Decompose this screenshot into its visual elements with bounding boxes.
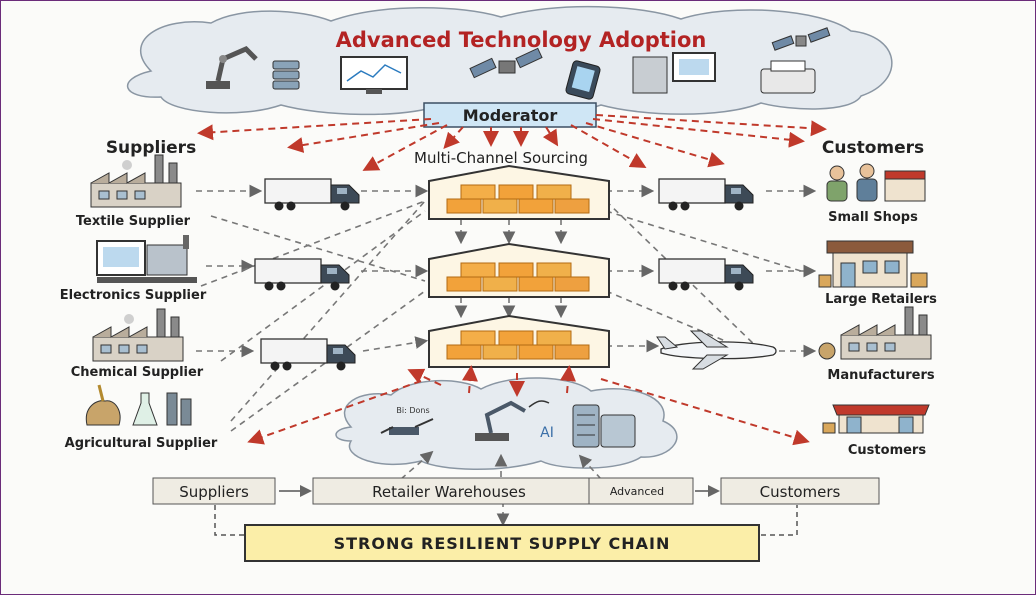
flow-label-advanced: Advanced — [610, 485, 664, 498]
satellite-icon — [469, 47, 543, 79]
hub-label: Multi-Channel Sourcing — [414, 149, 588, 167]
manufacturer-factory-icon — [818, 306, 932, 360]
storefront-icon — [822, 404, 930, 434]
supplier-label-chemical: Chemical Supplier — [71, 365, 204, 380]
supplier-label-agricultural: Agricultural Supplier — [65, 436, 218, 451]
customer-label-manufacturers: Manufacturers — [827, 368, 934, 383]
robotic-arm-icon — [475, 400, 550, 441]
electronics-icon — [96, 235, 197, 283]
suppliers-heading: Suppliers — [106, 138, 196, 158]
truck-icon — [264, 178, 360, 212]
flow-label-customers: Customers — [760, 483, 841, 501]
textile-factory-icon — [90, 154, 182, 208]
banner-box — [244, 524, 760, 562]
truck-icon — [260, 338, 356, 372]
large-retailer-icon — [818, 240, 928, 288]
customer-label-customers: Customers — [848, 443, 926, 458]
banner-text: STRONG RESILIENT SUPPLY CHAIN — [334, 534, 671, 553]
airplane-icon — [656, 330, 777, 370]
flow-box-customers — [720, 477, 880, 505]
drone-icon — [380, 418, 434, 435]
truck-icon — [658, 178, 754, 212]
truck-icon — [254, 258, 350, 292]
flow-label-warehouses: Retailer Warehouses — [372, 483, 526, 501]
customers-heading: Customers — [822, 138, 924, 158]
diagram-title: Advanced Technology Adoption — [336, 28, 707, 52]
ai-text: AI — [540, 425, 554, 441]
computer-tower-icon — [632, 52, 716, 94]
database-icon — [572, 404, 636, 448]
agriculture-icon — [85, 384, 192, 426]
robot-arm-icon — [206, 46, 258, 89]
supplier-label-textile: Textile Supplier — [76, 214, 191, 229]
warehouse-middle — [428, 242, 610, 298]
flow-label-suppliers: Suppliers — [179, 483, 249, 501]
drone-text: Bi: Dons — [396, 406, 429, 415]
flow-box-warehouses — [312, 477, 590, 505]
flow-to-cloud-arrows — [400, 450, 602, 527]
small-shop-people-icon — [826, 163, 926, 202]
flow-bracket — [214, 505, 798, 536]
printer-icon — [760, 60, 816, 94]
flow-box-advanced — [588, 477, 694, 505]
server-stack-icon — [272, 60, 300, 90]
chemical-factory-icon — [92, 308, 184, 362]
satellite-small-icon — [771, 27, 831, 51]
smartphone-icon — [565, 60, 601, 100]
supplier-label-electronics: Electronics Supplier — [60, 288, 207, 303]
customer-label-large-retailers: Large Retailers — [825, 292, 937, 307]
analytics-arrows — [247, 365, 810, 446]
connection-lines — [196, 184, 817, 432]
warehouse-bottom — [428, 314, 610, 368]
monitor-icon — [340, 56, 408, 94]
truck-icon — [658, 258, 754, 292]
customer-label-small-shops: Small Shops — [828, 210, 918, 225]
moderator-label: Moderator — [463, 106, 558, 125]
moderator-arrows — [197, 114, 827, 171]
warehouse-top — [428, 164, 610, 220]
flow-box-suppliers — [152, 477, 276, 505]
